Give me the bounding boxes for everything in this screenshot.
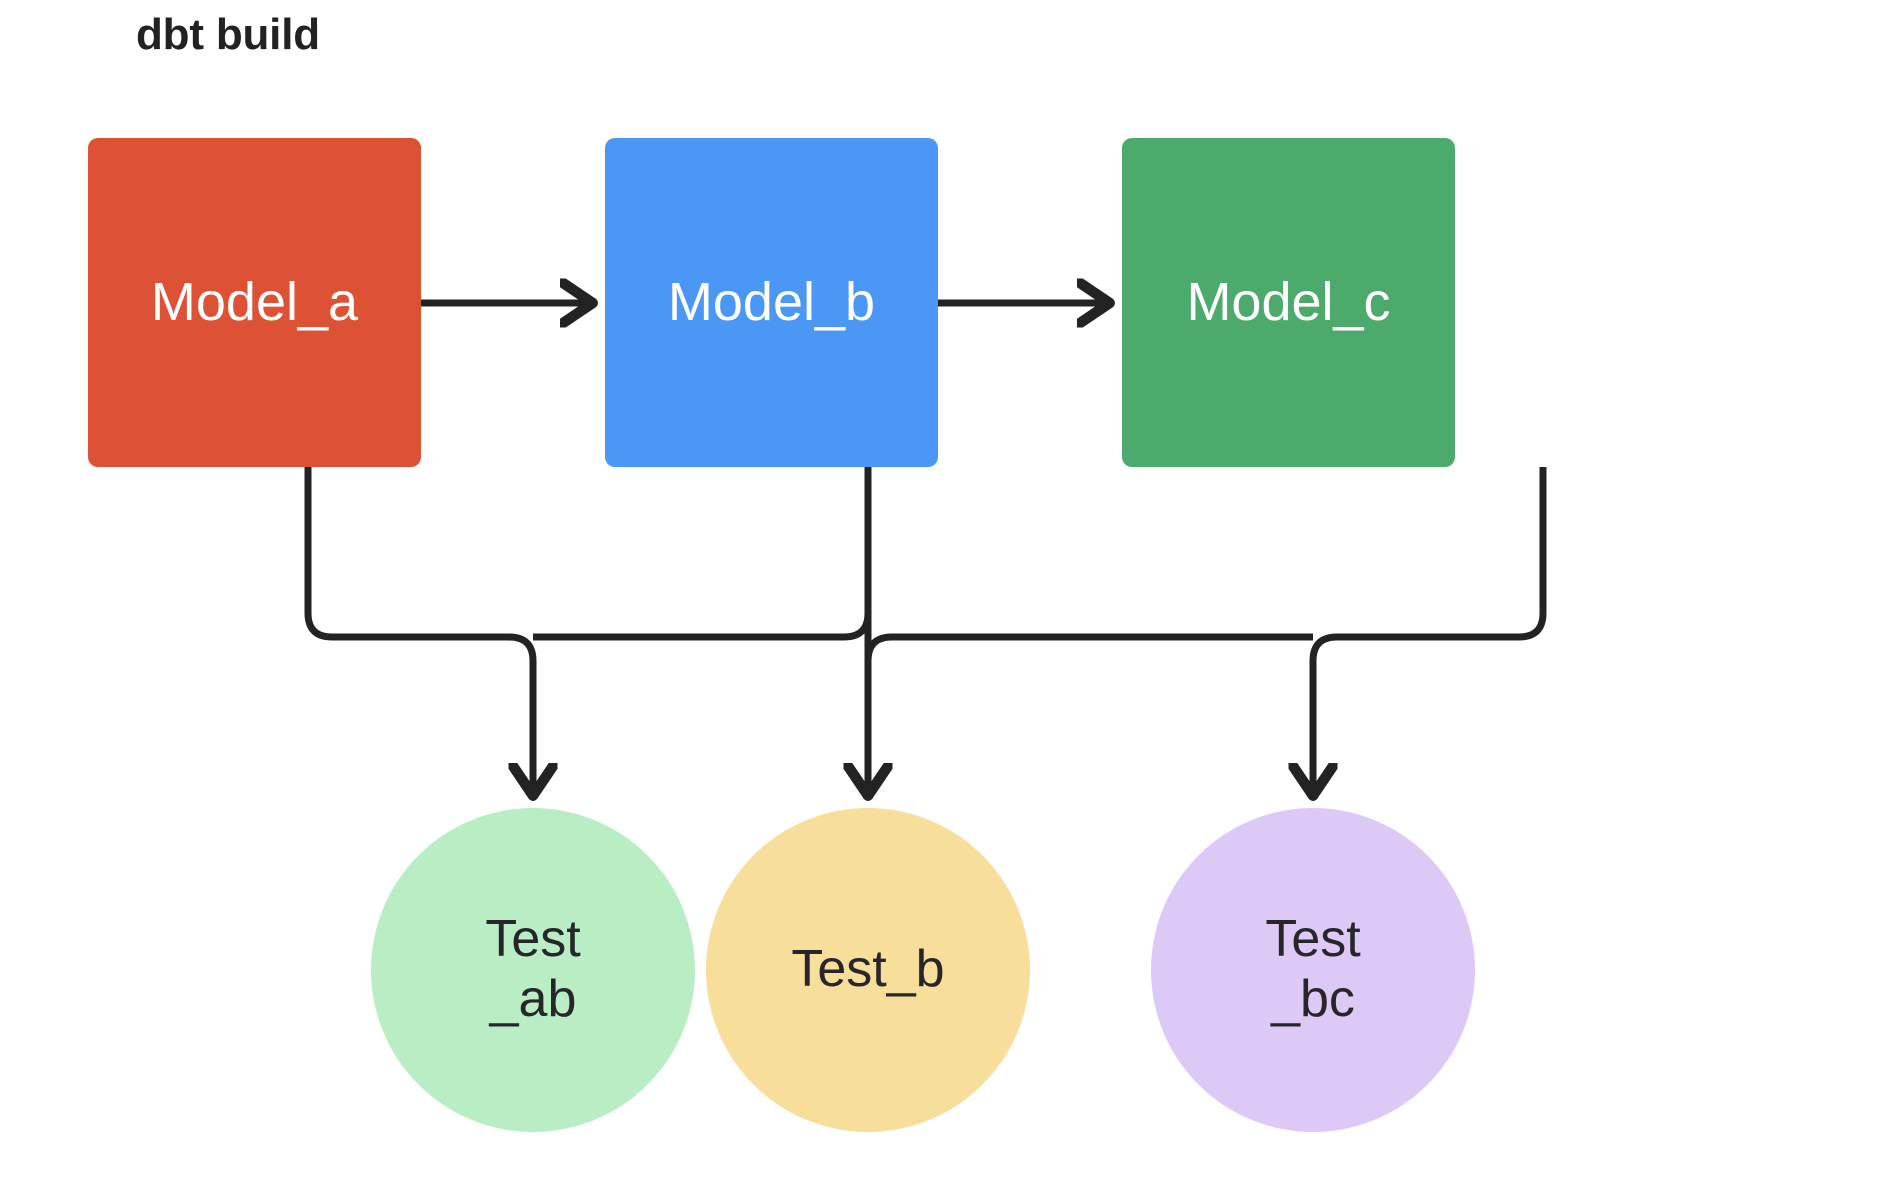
node-model-c[interactable]: Model_c [1122, 138, 1455, 467]
edge-model-c-to-test-bc [1313, 467, 1547, 795]
node-test-bc-label: Test _bc [1265, 910, 1361, 1028]
node-model-a-label: Model_a [150, 272, 359, 333]
edge-bus-right [864, 633, 1313, 662]
node-test-b-label: Test_b [791, 940, 945, 999]
node-test-ab-label: Test _ab [485, 910, 581, 1028]
node-model-b-label: Model_b [667, 272, 876, 333]
diagram-title: dbt build [136, 10, 320, 59]
node-model-b[interactable]: Model_b [605, 138, 938, 467]
node-model-a[interactable]: Model_a [88, 138, 421, 467]
node-model-c-label: Model_c [1186, 272, 1391, 333]
node-test-ab[interactable]: Test _ab [371, 808, 695, 1132]
node-test-b[interactable]: Test_b [706, 808, 1030, 1132]
edge-bus-left [533, 612, 872, 641]
edge-model-a-to-test-ab [304, 467, 533, 795]
node-test-bc[interactable]: Test _bc [1151, 808, 1475, 1132]
